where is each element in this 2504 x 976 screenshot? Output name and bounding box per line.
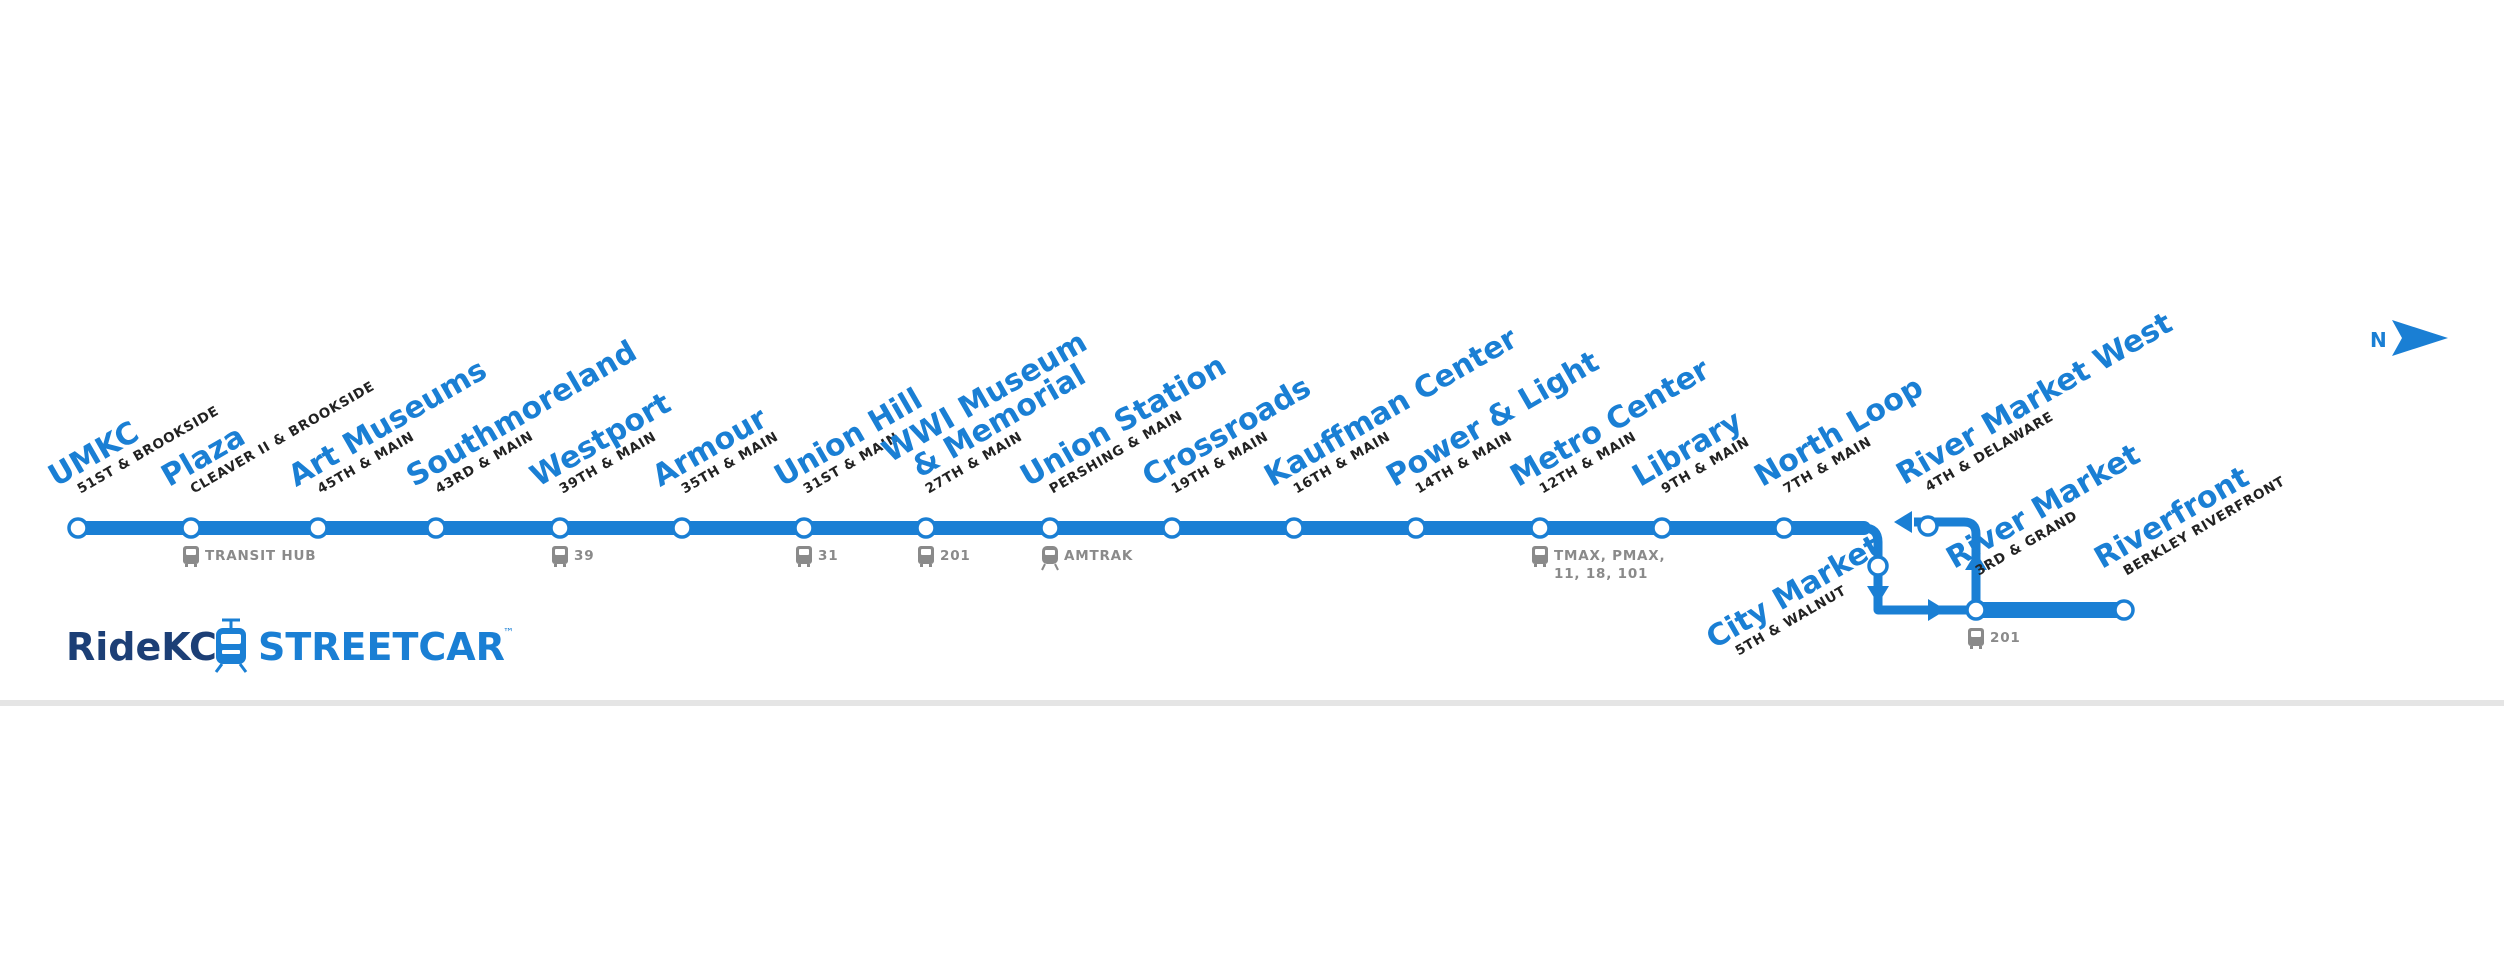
connection-label: 31 — [818, 548, 838, 564]
bus-icon — [183, 546, 199, 567]
station-connection: 201 — [1968, 628, 2021, 649]
bus-icon — [1532, 546, 1548, 567]
station-marker[interactable] — [1405, 517, 1427, 539]
north-indicator: N — [2370, 320, 2448, 356]
station-marker[interactable] — [307, 517, 329, 539]
bus-icon — [796, 546, 812, 567]
station-connection: AMTRAK — [1041, 546, 1133, 571]
station-name: City Market — [1701, 528, 1888, 656]
train-icon — [1041, 546, 1059, 571]
station-marker[interactable] — [1917, 515, 1939, 537]
station-marker[interactable] — [1529, 517, 1551, 539]
station-marker[interactable] — [67, 517, 89, 539]
connection-label: 201 — [940, 548, 971, 564]
direction-arrow-icon — [1894, 511, 1912, 533]
station-connection: TMAX, PMAX, 11, 18, 101 — [1532, 546, 1665, 582]
brand-trademark: ™ — [503, 626, 514, 639]
north-arrow-icon — [2392, 320, 2448, 356]
bus-icon — [918, 546, 934, 567]
connection-label: 39 — [574, 548, 594, 564]
station-marker[interactable] — [549, 517, 571, 539]
connection-label: TRANSIT HUB — [205, 548, 316, 564]
north-label: N — [2370, 328, 2387, 352]
streetcar-icon — [214, 618, 248, 673]
connection-label: 11, 18, 101 — [1554, 566, 1648, 582]
station-marker[interactable] — [1039, 517, 1061, 539]
station-marker[interactable] — [2113, 599, 2135, 621]
station-marker[interactable] — [180, 517, 202, 539]
footer-divider — [0, 700, 2504, 706]
station-marker[interactable] — [793, 517, 815, 539]
station-marker[interactable] — [1965, 599, 1987, 621]
brand-logo: RideKC STREETCAR ™ — [66, 618, 514, 673]
station-marker[interactable] — [1867, 555, 1889, 577]
station-marker[interactable] — [1651, 517, 1673, 539]
brand-ridekc-text: RideKC — [66, 625, 217, 669]
station-marker[interactable] — [1161, 517, 1183, 539]
connection-label: TMAX, PMAX, — [1554, 548, 1665, 564]
direction-arrow-icon — [1965, 552, 1987, 570]
connection-label: 201 — [1990, 630, 2021, 646]
station-connection: TRANSIT HUB — [183, 546, 316, 567]
station-connection: 201 — [918, 546, 971, 567]
station-connection: 31 — [796, 546, 838, 567]
station-marker[interactable] — [425, 517, 447, 539]
station-marker[interactable] — [915, 517, 937, 539]
bus-icon — [552, 546, 568, 567]
connection-label: AMTRAK — [1064, 548, 1133, 564]
station-marker[interactable] — [1283, 517, 1305, 539]
station-marker[interactable] — [671, 517, 693, 539]
direction-arrow-icon — [1928, 599, 1946, 621]
brand-streetcar-text: STREETCAR — [258, 625, 505, 669]
station-marker[interactable] — [1773, 517, 1795, 539]
direction-arrow-icon — [1867, 586, 1889, 604]
direction-arrows — [1867, 511, 1987, 621]
bus-icon — [1968, 628, 1984, 649]
station-connection: 39 — [552, 546, 594, 567]
